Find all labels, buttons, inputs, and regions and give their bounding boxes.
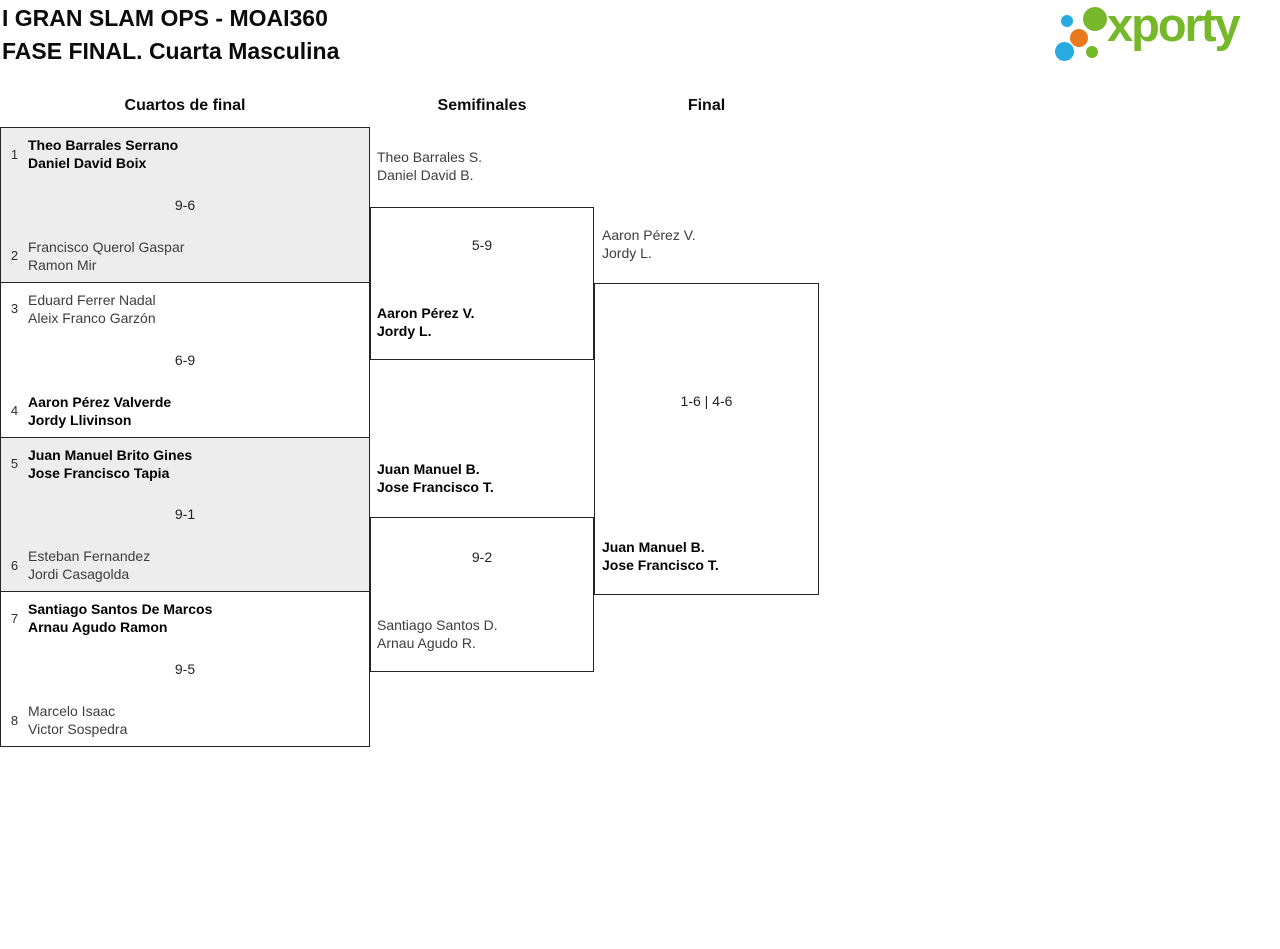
player-name: Aaron Pérez V. (377, 305, 475, 321)
semifinal-2-top-team: Juan Manuel B. Jose Francisco T. (377, 460, 494, 496)
team-entry: 8 Marcelo Isaac Victor Sospedra (1, 702, 369, 738)
seed-number: 3 (10, 301, 19, 317)
player-name: Jordy L. (602, 245, 652, 261)
team-names: Francisco Querol Gaspar Ramon Mir (28, 238, 184, 274)
player-name: Victor Sospedra (28, 721, 128, 737)
round-header-semifinals: Semifinales (437, 97, 527, 114)
player-name: Ramon Mir (28, 256, 97, 273)
player-name: Jordy L. (377, 323, 432, 339)
semifinal-match-2-box (370, 517, 594, 672)
xporty-logo[interactable]: xporty (1050, 0, 1278, 75)
quarterfinal-match-4: 7 Santiago Santos De Marcos Arnau Agudo … (1, 591, 369, 746)
player-name: Jose Francisco T. (602, 557, 719, 573)
player-name: Theo Barrales S. (377, 149, 483, 165)
semifinal-match-1-box (370, 207, 594, 360)
player-name: Arnau Agudo Ramon (28, 619, 168, 636)
team-entry: 6 Esteban Fernandez Jordi Casagolda (1, 547, 369, 583)
final-match-box (594, 283, 819, 595)
semifinal-2-score: 9-2 (471, 549, 493, 565)
quarterfinals-column: 1 Theo Barrales Serrano Daniel David Boi… (0, 127, 370, 747)
semifinal-1-bottom-team: Aaron Pérez V. Jordy L. (377, 304, 475, 340)
seed-number: 4 (10, 403, 19, 418)
team-names: Esteban Fernandez Jordi Casagolda (28, 547, 150, 583)
player-name: Aleix Franco Garzón (28, 309, 156, 326)
seed-number: 5 (10, 456, 19, 471)
logo-dot-icon (1055, 42, 1074, 61)
player-name: Daniel David Boix (28, 155, 147, 171)
player-name: Juan Manuel B. (602, 539, 705, 555)
team-entry: 7 Santiago Santos De Marcos Arnau Agudo … (1, 600, 369, 636)
team-entry: 1 Theo Barrales Serrano Daniel David Boi… (1, 136, 369, 172)
page-title: I GRAN SLAM OPS - MOAI360 FASE FINAL. Cu… (2, 2, 339, 68)
player-name: Eduard Ferrer Nadal (28, 291, 156, 308)
seed-number: 7 (10, 610, 19, 626)
match-score: 9-1 (174, 506, 196, 523)
semifinal-1-score: 5-9 (471, 237, 493, 253)
team-entry: 4 Aaron Pérez Valverde Jordy Llivinson (1, 393, 369, 429)
team-names: Eduard Ferrer Nadal Aleix Franco Garzón (28, 291, 156, 327)
logo-wordmark: xporty (1107, 0, 1241, 51)
player-name: Santiago Santos De Marcos (28, 601, 213, 618)
player-name: Santiago Santos D. (377, 617, 498, 633)
seed-number: 6 (10, 557, 19, 573)
player-name: Marcelo Isaac (28, 703, 116, 719)
team-names: Juan Manuel Brito Gines Jose Francisco T… (28, 446, 192, 482)
player-name: Jordi Casagolda (28, 566, 130, 583)
player-name: Aaron Pérez V. (602, 227, 696, 243)
team-names: Marcelo Isaac Victor Sospedra (28, 702, 127, 738)
logo-dot-icon (1061, 15, 1073, 27)
phase-category: FASE FINAL. Cuarta Masculina (2, 38, 340, 64)
player-name: Aaron Pérez Valverde (28, 393, 172, 410)
team-entry: 3 Eduard Ferrer Nadal Aleix Franco Garzó… (1, 291, 369, 327)
match-score: 6-9 (174, 351, 196, 368)
seed-number: 8 (10, 712, 19, 728)
team-names: Santiago Santos De Marcos Arnau Agudo Ra… (28, 600, 212, 636)
team-entry: 5 Juan Manuel Brito Gines Jose Francisco… (1, 446, 369, 482)
player-name: Juan Manuel Brito Gines (28, 446, 193, 463)
player-name: Juan Manuel B. (377, 461, 480, 477)
final-bottom-team: Juan Manuel B. Jose Francisco T. (602, 538, 719, 574)
player-name: Arnau Agudo R. (377, 635, 476, 651)
logo-dot-icon (1070, 29, 1088, 47)
player-name: Theo Barrales Serrano (28, 137, 179, 153)
final-score: 1-6 | 4-6 (680, 393, 733, 409)
player-name: Jose Francisco T. (377, 479, 494, 495)
team-names: Aaron Pérez Valverde Jordy Llivinson (28, 393, 171, 429)
seed-number: 2 (10, 248, 19, 264)
logo-dot-icon (1086, 46, 1098, 58)
semifinal-2-bottom-team: Santiago Santos D. Arnau Agudo R. (377, 616, 498, 652)
round-header-quarterfinals: Cuartos de final (124, 97, 246, 114)
player-name: Esteban Fernandez (28, 548, 151, 565)
semifinal-1-top-team: Theo Barrales S. Daniel David B. (377, 148, 482, 184)
quarterfinal-match-2: 3 Eduard Ferrer Nadal Aleix Franco Garzó… (1, 281, 369, 437)
quarterfinal-match-3: 5 Juan Manuel Brito Gines Jose Francisco… (1, 436, 369, 592)
seed-number: 1 (10, 146, 19, 162)
round-header-final: Final (687, 97, 726, 114)
player-name: Francisco Querol Gaspar (28, 238, 185, 255)
player-name: Daniel David B. (377, 167, 474, 183)
team-names: Theo Barrales Serrano Daniel David Boix (28, 136, 178, 172)
tournament-name: I GRAN SLAM OPS - MOAI360 (2, 5, 328, 31)
final-top-team: Aaron Pérez V. Jordy L. (602, 226, 696, 262)
quarterfinal-match-1: 1 Theo Barrales Serrano Daniel David Boi… (1, 128, 369, 282)
match-score: 9-6 (174, 196, 196, 213)
player-name: Jose Francisco Tapia (28, 464, 170, 481)
team-entry: 2 Francisco Querol Gaspar Ramon Mir (1, 238, 369, 274)
logo-dot-icon (1083, 7, 1107, 31)
match-score: 9-5 (174, 661, 196, 678)
player-name: Jordy Llivinson (28, 411, 132, 428)
